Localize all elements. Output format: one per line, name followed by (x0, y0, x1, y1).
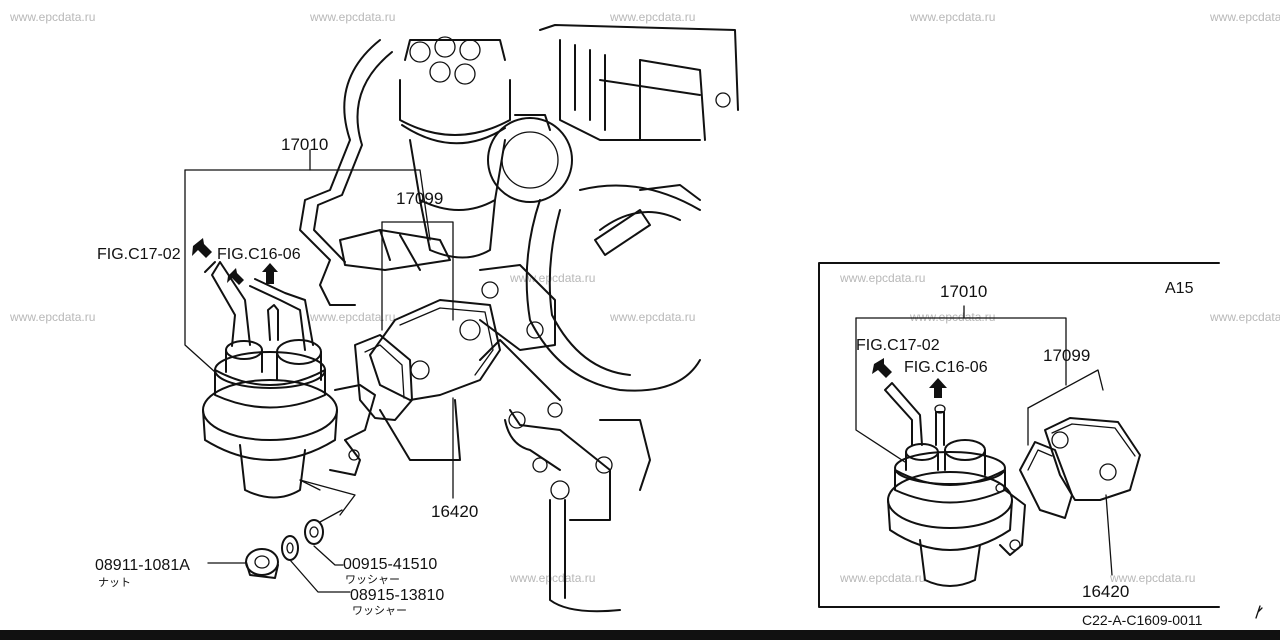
watermark-layer: www.epcdata.ru www.epcdata.ru www.epcdat… (9, 10, 1280, 585)
watermark: www.epcdata.ru (1209, 10, 1280, 24)
arrow-up-left-icon (872, 358, 892, 378)
arrow-up-icon (262, 263, 278, 284)
inset-figure-reference-c16: FIG.C16-06 (904, 359, 988, 376)
washer-b-label: ワッシャー (352, 605, 407, 617)
part-number-16420: 16420 (431, 502, 478, 521)
inset-figure-reference-c17: FIG.C17-02 (856, 337, 940, 354)
watermark: www.epcdata.ru (309, 310, 395, 324)
engine-block-drawing (299, 24, 739, 613)
inset-panel: A15 17010 FIG.C17-02 FIG.C16-06 17099 16… (818, 262, 1220, 608)
inset-part-number-17010: 17010 (940, 282, 987, 301)
watermark: www.epcdata.ru (839, 571, 925, 585)
watermark: www.epcdata.ru (9, 10, 95, 24)
watermark: www.epcdata.ru (1209, 310, 1280, 324)
watermark: www.epcdata.ru (309, 10, 395, 24)
main-labels: 17010 17099 FIG.C17-02 FIG.C16-06 16420 … (95, 135, 478, 617)
watermark: www.epcdata.ru (509, 571, 595, 585)
bottom-border (0, 630, 1280, 640)
diagram-code: C22-A-C1609-0011 (1082, 612, 1203, 628)
part-number-17010: 17010 (281, 135, 328, 154)
watermark: www.epcdata.ru (609, 10, 695, 24)
watermark: www.epcdata.ru (609, 310, 695, 324)
inset-part-number-16420: 16420 (1082, 582, 1129, 601)
reference-arrows (192, 238, 278, 285)
arrow-up-icon (929, 378, 947, 398)
fuel-pump-drawing (202, 261, 376, 499)
arrow-up-left-icon (192, 238, 212, 258)
watermark: www.epcdata.ru (9, 310, 95, 324)
part-number-nut: 08911-1081A (95, 557, 190, 574)
part-number-washer-a: 00915-41510 (343, 556, 437, 573)
washer-a-label: ワッシャー (345, 574, 400, 586)
gasket-drawing (354, 299, 501, 421)
inset-variant-label: A15 (1165, 280, 1194, 297)
fasteners-drawing (245, 479, 356, 579)
part-number-17099: 17099 (396, 189, 443, 208)
nut-label: ナット (98, 576, 131, 589)
watermark: www.epcdata.ru (839, 271, 925, 285)
part-number-washer-b: 08915-13810 (350, 587, 444, 604)
watermark: www.epcdata.ru (509, 271, 595, 285)
arrow-up-left-icon (227, 268, 244, 285)
figure-reference-c16: FIG.C16-06 (217, 246, 301, 263)
watermark: www.epcdata.ru (909, 310, 995, 324)
figure-reference-c17: FIG.C17-02 (97, 246, 181, 263)
leader-lines (184, 149, 454, 593)
watermark: www.epcdata.ru (909, 10, 995, 24)
watermark: www.epcdata.ru (1109, 571, 1195, 585)
corner-mark-icon (1255, 605, 1263, 619)
